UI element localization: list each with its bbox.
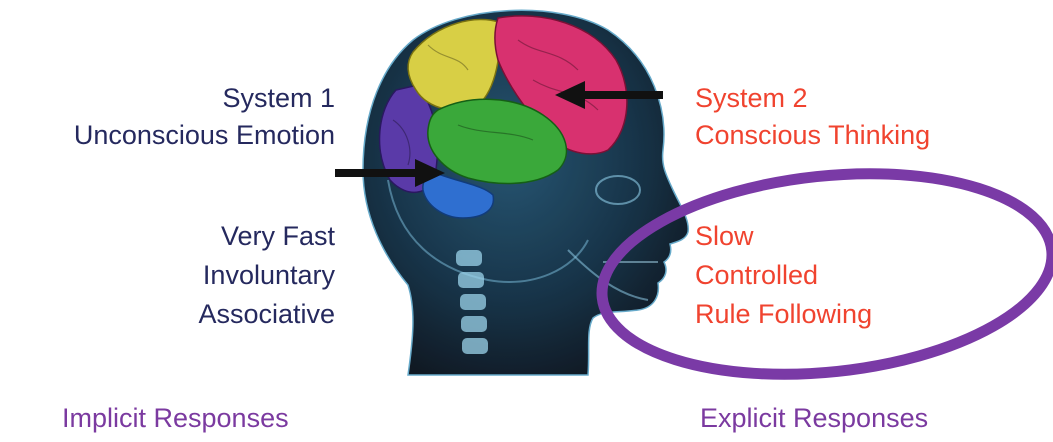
brain-head-illustration: [318, 0, 698, 390]
arrow-left-icon: [555, 80, 665, 110]
explicit-responses-label: Explicit Responses: [700, 400, 928, 437]
trait-right-rule-following: Rule Following: [695, 296, 872, 333]
implicit-responses-label: Implicit Responses: [62, 400, 289, 437]
trait-right-slow: Slow: [695, 218, 754, 255]
system2-title: System 2: [695, 80, 808, 117]
trait-left-associative: Associative: [198, 296, 335, 333]
system2-subtitle: Conscious Thinking: [695, 117, 930, 154]
arrow-right-icon: [335, 158, 445, 188]
trait-left-involuntary: Involuntary: [203, 257, 335, 294]
system1-subtitle: Unconscious Emotion: [74, 117, 335, 154]
trait-right-controlled: Controlled: [695, 257, 818, 294]
